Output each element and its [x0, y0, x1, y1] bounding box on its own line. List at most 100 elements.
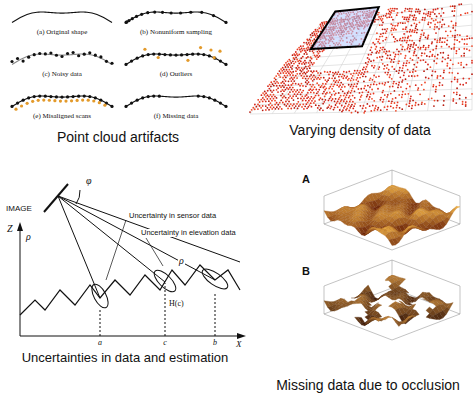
cloud-point: [313, 78, 315, 80]
cloud-point: [405, 55, 407, 57]
cloud-point: [449, 72, 451, 74]
cloud-point: [428, 77, 430, 79]
cloud-point: [412, 19, 414, 21]
cloud-point: [337, 101, 339, 103]
cloud-point: [303, 42, 305, 44]
cloud-point: [279, 102, 281, 104]
cloud-point: [393, 58, 395, 60]
cloud-point: [466, 35, 468, 37]
cloud-point: [411, 25, 413, 27]
cloud-point: [289, 91, 291, 93]
cloud-point: [390, 12, 392, 14]
cloud-point: [454, 36, 456, 38]
cloud-point: [393, 10, 395, 12]
surface-patch: [324, 211, 331, 217]
cloud-point: [333, 90, 335, 92]
cloud-point: [309, 44, 311, 46]
surface-patch: [446, 213, 453, 219]
cloud-point: [282, 81, 284, 83]
sample-dot: [127, 19, 130, 22]
drop-line: [215, 294, 216, 336]
cloud-point: [385, 39, 387, 41]
cloud-point: [379, 83, 381, 85]
cloud-point: [433, 105, 435, 107]
cloud-point: [309, 40, 311, 42]
cloud-point: [411, 15, 413, 17]
cloud-point: [413, 64, 415, 66]
cloud-point: [427, 38, 429, 40]
cloud-point: [293, 99, 295, 101]
cloud-point: [268, 88, 270, 90]
cloud-point: [463, 53, 465, 55]
cloud-point: [406, 83, 408, 85]
cloud-point: [310, 34, 312, 36]
cloud-point: [413, 44, 415, 46]
outlier-dot: [64, 99, 67, 102]
cloud-point: [324, 85, 326, 87]
cloud-point: [364, 85, 366, 87]
cloud-point: [296, 53, 298, 55]
cloud-point: [350, 105, 352, 107]
cloud-point: [382, 28, 384, 30]
cloud-point: [409, 57, 411, 59]
cloud-point: [276, 89, 278, 91]
cloud-point: [456, 39, 458, 41]
outlier-dot: [218, 50, 221, 53]
cloud-point: [415, 70, 417, 72]
cloud-point: [288, 69, 290, 71]
cloud-point: [304, 105, 306, 107]
cloud-point: [295, 57, 297, 59]
cloud-point: [400, 44, 402, 46]
cloud-point: [390, 93, 392, 95]
cloud-point: [342, 74, 344, 76]
ray: [58, 196, 240, 262]
cloud-point: [394, 102, 396, 104]
sample-dot: [180, 53, 183, 56]
cloud-point: [332, 98, 334, 100]
sample-dot: [72, 51, 75, 54]
x-axis: [20, 336, 238, 337]
cloud-point: [316, 55, 318, 57]
cloud-point: [380, 47, 382, 49]
cloud-point: [282, 93, 284, 95]
sample-dot: [60, 96, 63, 99]
cloud-point: [279, 85, 281, 87]
cloud-point: [306, 75, 308, 77]
cloud-point: [274, 96, 276, 98]
cloud-point: [376, 38, 378, 40]
cloud-point: [344, 93, 346, 95]
cloud-point: [309, 76, 311, 78]
sample-dot: [72, 95, 75, 98]
cloud-point: [443, 100, 445, 102]
cloud-point: [465, 97, 467, 99]
cloud-point: [350, 86, 352, 88]
cloud-point: [437, 54, 439, 56]
cloud-point: [285, 105, 287, 107]
cloud-point: [425, 49, 427, 51]
cloud-point: [283, 79, 285, 81]
cloud-point: [443, 104, 445, 106]
cloud-point: [276, 102, 278, 104]
curve: [126, 96, 226, 106]
cloud-point: [373, 67, 375, 69]
cloud-point: [294, 93, 296, 95]
cloud-point: [430, 11, 432, 13]
cloud-point: [464, 39, 466, 41]
cloud-point: [302, 49, 304, 51]
cloud-point: [316, 33, 318, 35]
cloud-point: [392, 83, 394, 85]
cloud-point: [435, 88, 437, 90]
cloud-point: [375, 105, 377, 107]
cloud-point: [297, 55, 299, 57]
cloud-point: [322, 109, 324, 111]
artifact-panel: [10, 94, 113, 110]
cloud-point: [410, 35, 412, 37]
cloud-point: [466, 64, 468, 66]
cloud-point: [459, 34, 461, 36]
cloud-point: [406, 40, 408, 42]
cloud-point: [315, 36, 317, 38]
cloud-point: [395, 110, 397, 112]
cloud-point: [451, 72, 453, 74]
cloud-point: [295, 51, 297, 53]
sample-dot: [27, 56, 30, 59]
